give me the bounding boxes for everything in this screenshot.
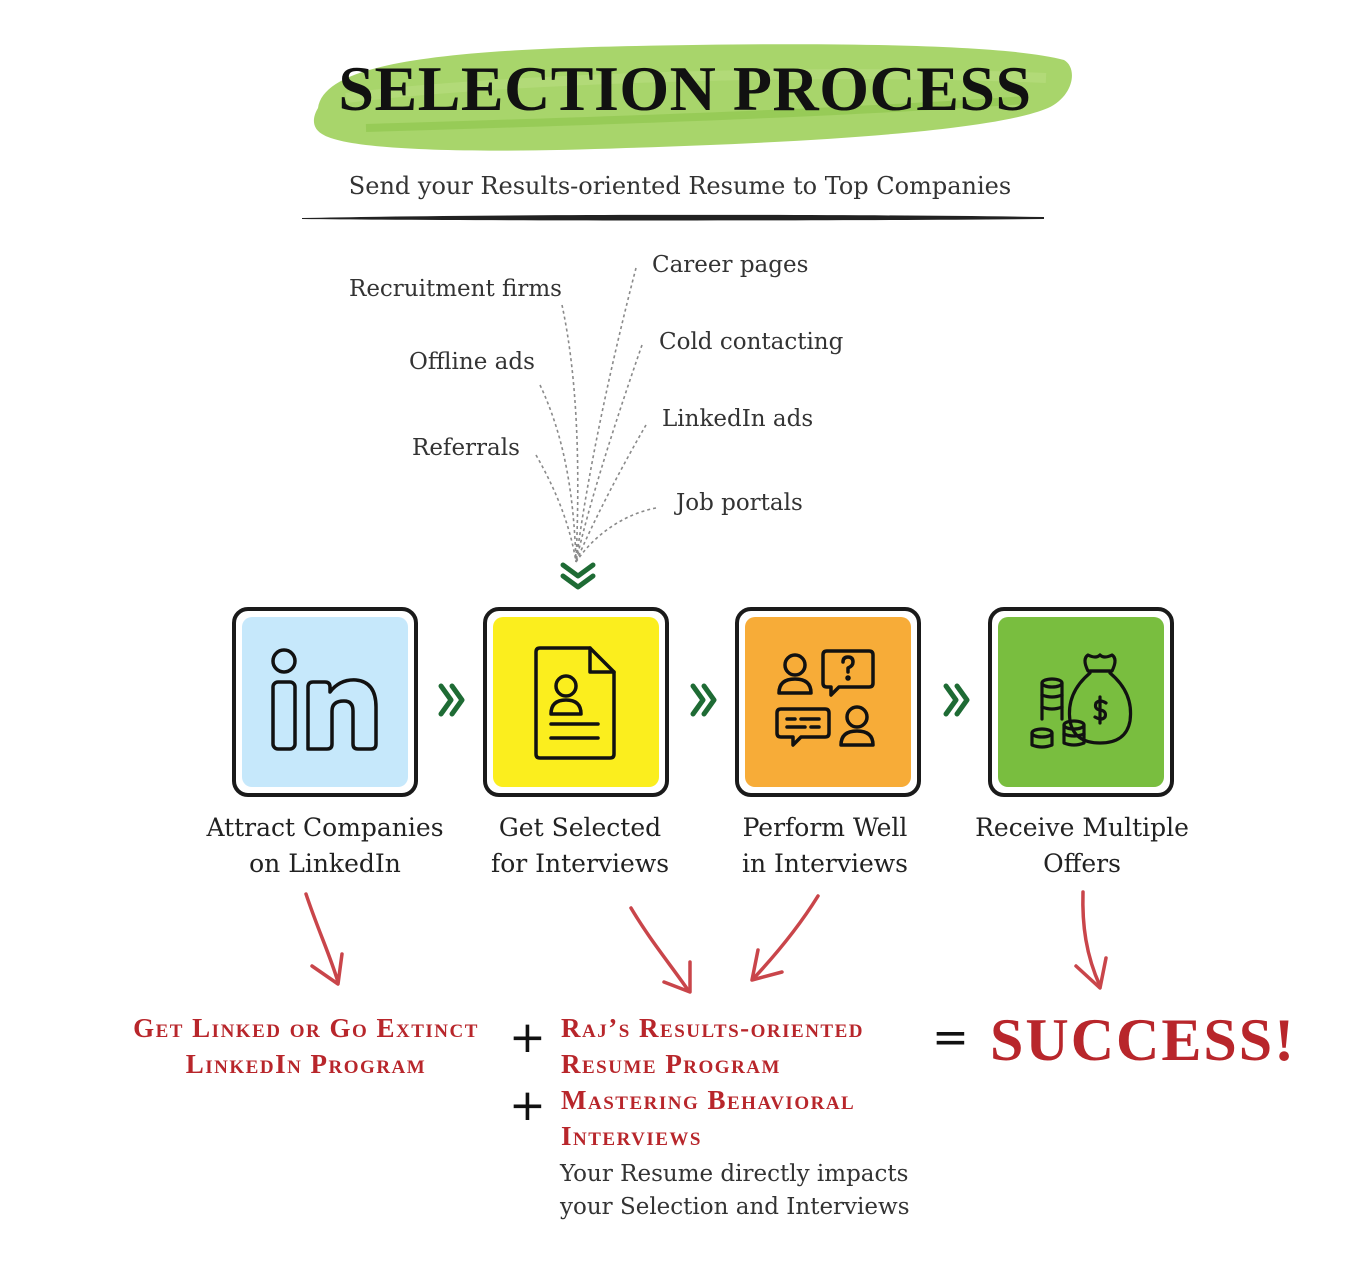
plus-operator: +	[509, 1080, 546, 1131]
chevron-right-icon	[943, 683, 970, 717]
chevron-right-icon	[438, 683, 465, 717]
step-resume-box	[483, 607, 669, 797]
program-resume: Raj’s Results-oriented Resume Program	[561, 1013, 865, 1079]
arrow-down-icon	[304, 892, 340, 984]
channel-linkedin-ads: LinkedIn ads	[662, 406, 814, 432]
arrow-down-icon	[629, 906, 690, 992]
success-text: SUCCESS!	[990, 1007, 1297, 1073]
subtitle-underline	[302, 214, 1044, 221]
subtitle: Send your Results-oriented Resume to Top…	[348, 172, 1012, 200]
linkedin-icon	[271, 648, 378, 751]
arrow-down-icon	[1081, 890, 1102, 988]
channel-referrals: Referrals	[412, 435, 520, 461]
plus-operator: +	[509, 1012, 546, 1063]
channel-job-portals: Job portals	[676, 490, 803, 516]
chevron-right-icon	[690, 683, 717, 717]
equals-operator: =	[932, 1012, 969, 1063]
program-linkedin: Get Linked or Go Extinct LinkedIn Progra…	[133, 1013, 479, 1079]
step-offers-box	[988, 607, 1174, 797]
title-brush-stroke	[313, 44, 1072, 151]
channel-offline-ads: Offline ads	[409, 349, 535, 375]
interview-chat-icon	[775, 649, 875, 747]
money-bag-icon	[1030, 653, 1133, 749]
page-title: SELECTION PROCESS	[338, 53, 1032, 124]
down-chevron-icon	[560, 562, 596, 590]
arrow-down-icon	[752, 894, 820, 980]
step-interview-box	[735, 607, 921, 797]
resume-impact-note: Your Resume directly impacts your Select…	[560, 1161, 910, 1220]
channel-recruitment-firms: Recruitment firms	[349, 276, 562, 302]
channel-career-pages: Career pages	[652, 252, 809, 278]
program-interviews: Mastering Behavioral Interviews	[561, 1085, 856, 1151]
channel-cold-contacting: Cold contacting	[659, 329, 844, 355]
resume-document-icon	[534, 646, 616, 760]
step-linkedin-box	[232, 607, 418, 797]
